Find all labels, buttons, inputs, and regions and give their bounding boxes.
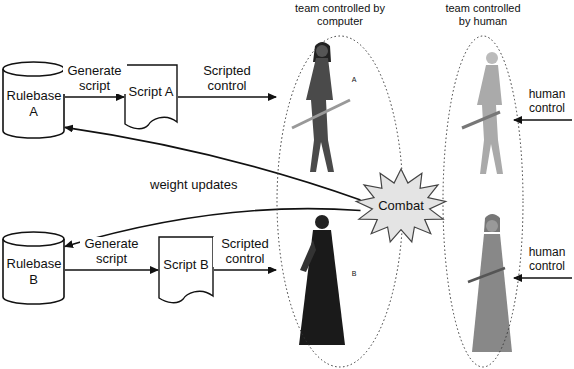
human-control-arrow	[514, 119, 572, 121]
node-label: Script A	[129, 84, 174, 100]
computer-character-a	[292, 42, 350, 172]
computer-character-b	[299, 215, 345, 345]
human-character-a	[462, 52, 503, 174]
connector-arrow	[178, 96, 276, 98]
node-label: Rulebase A	[7, 88, 61, 119]
character-letter: A	[349, 76, 359, 84]
rulebase-cylinder: Rulebase A	[2, 62, 65, 138]
node-label: Combat	[378, 198, 424, 214]
connector-arrow	[214, 269, 276, 271]
connector-arrow	[65, 127, 361, 200]
human-character-b	[468, 214, 512, 352]
script-document: Script B	[158, 236, 214, 304]
connector-arrow	[65, 96, 124, 98]
node-outline	[442, 35, 524, 368]
rulebase-cylinder: Rulebase B	[2, 232, 65, 304]
edge-label: Scripted control	[195, 64, 259, 94]
human-control-arrow	[514, 277, 572, 279]
edge-label: Generate script	[80, 237, 144, 267]
control-label: human control	[524, 88, 570, 116]
combat-burst: Combat	[355, 168, 447, 244]
connector-arrow	[65, 269, 158, 271]
node-label: Script B	[163, 257, 209, 273]
node-label: Rulebase B	[7, 256, 61, 287]
node-label: team controlled by human	[442, 2, 524, 28]
team-ellipse: team controlled by human	[442, 2, 524, 368]
node-label: team controlled by computer	[290, 2, 390, 28]
edge-label: weight updates	[150, 178, 237, 193]
edge-label: Scripted control	[213, 237, 277, 267]
edge-label: Generate script	[63, 64, 127, 94]
script-document: Script A	[124, 64, 178, 130]
control-label: human control	[524, 246, 570, 274]
character-letter: B	[349, 270, 359, 278]
